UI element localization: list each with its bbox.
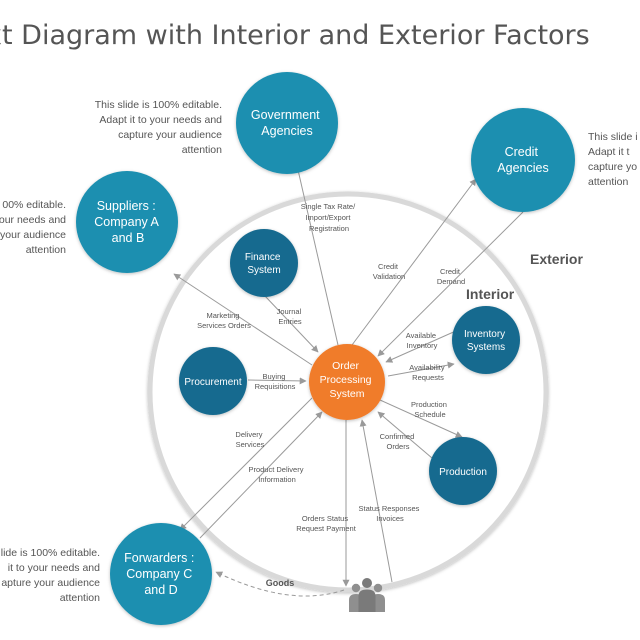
flow-labels: Single Tax Rate/ Import/Export Registrat… xyxy=(197,202,465,533)
svg-text:Finance System: Finance System xyxy=(245,252,283,276)
flow-label-credit-demand: Credit Demand xyxy=(437,267,465,286)
svg-text:Procurement: Procurement xyxy=(184,377,241,388)
flow-label-delivery: Delivery Services xyxy=(235,430,264,449)
svg-text:Order Processing S: Order Processing System xyxy=(320,360,375,400)
flow-label-credit-validation: Credit Validation xyxy=(373,262,405,281)
arrow-procurement-to-center xyxy=(247,377,307,385)
note-bottom: lide is 100% editable. it to your needs … xyxy=(0,547,100,604)
node-finance[interactable]: Finance System xyxy=(230,229,298,297)
note-top: This slide is 100% editable. Adapt it to… xyxy=(94,99,222,156)
arrow-credit-to-center xyxy=(377,211,524,357)
flow-label-availability-requests: Availability Requests xyxy=(409,363,446,382)
node-forwarders[interactable]: Forwarders : Company C and D xyxy=(110,523,212,625)
arrow-customers-to-center xyxy=(359,419,393,583)
node-production[interactable]: Production xyxy=(429,437,497,505)
arrow-forwarders-to-center xyxy=(199,411,323,539)
people-group-icon xyxy=(349,578,385,612)
note-left: 00% editable. our needs and your audienc… xyxy=(0,199,66,256)
arrow-center-to-credit xyxy=(351,178,477,346)
arrow-center-to-production xyxy=(379,399,463,438)
svg-text:Production: Production xyxy=(439,467,487,478)
note-right: This slide i Adapt it t capture yo atten… xyxy=(588,131,638,188)
page-title: xt Diagram with Interior and Exterior Fa… xyxy=(0,20,590,51)
flow-label-marketing: Marketing Services Orders xyxy=(197,311,251,330)
svg-text:Forwarders : Company C: Forwarders : Company C and D xyxy=(124,551,198,597)
arrow-center-to-inventory xyxy=(387,361,455,377)
svg-text:Suppliers : Company A: Suppliers : Company A and B xyxy=(94,199,161,245)
flow-label-status-responses: Status Responses Invoices xyxy=(359,504,422,523)
exterior-label: Exterior xyxy=(530,251,583,267)
svg-text:Credit Agencies: Credit Agencies xyxy=(497,145,548,175)
flow-arrows xyxy=(173,147,524,597)
arrow-production-to-center xyxy=(377,411,433,459)
flow-label-orders-status: Orders Status Request Payment xyxy=(296,514,357,533)
arrow-center-to-suppliers xyxy=(173,273,313,366)
arrow-finance-to-center xyxy=(264,295,319,353)
node-suppliers[interactable]: Suppliers : Company A and B xyxy=(76,171,178,273)
arrow-inventory-to-center xyxy=(385,329,459,363)
flow-label-available-inventory: Available Inventory xyxy=(406,331,438,350)
node-procurement[interactable]: Procurement xyxy=(179,347,247,415)
node-order-processing[interactable]: Order Processing System xyxy=(309,344,385,420)
flow-label-tax: Single Tax Rate/ Import/Export Registrat… xyxy=(301,202,358,233)
node-inventory[interactable]: Inventory Systems xyxy=(452,306,520,374)
arrow-center-to-government xyxy=(290,147,339,346)
interior-label: Interior xyxy=(466,286,515,302)
flow-label-journal: Journal Entries xyxy=(277,307,304,326)
node-government[interactable]: Government Agencies xyxy=(236,72,338,174)
svg-text:Government Agencies: Government Agencies xyxy=(251,108,323,138)
arrow-goods xyxy=(215,571,345,597)
node-credit[interactable]: Credit Agencies xyxy=(471,108,575,212)
arrow-center-to-forwarders xyxy=(179,397,313,531)
flow-label-confirmed: Confirmed Orders xyxy=(380,432,417,451)
flow-label-production-schedule: Production Schedule xyxy=(411,400,449,419)
flow-label-product-delivery: Product Delivery Information xyxy=(248,465,305,484)
flow-label-buying: Buying Requisitions xyxy=(255,372,296,391)
svg-text:Inventory Systems: Inventory Systems xyxy=(464,329,508,353)
flow-label-goods: Goods xyxy=(266,578,295,588)
